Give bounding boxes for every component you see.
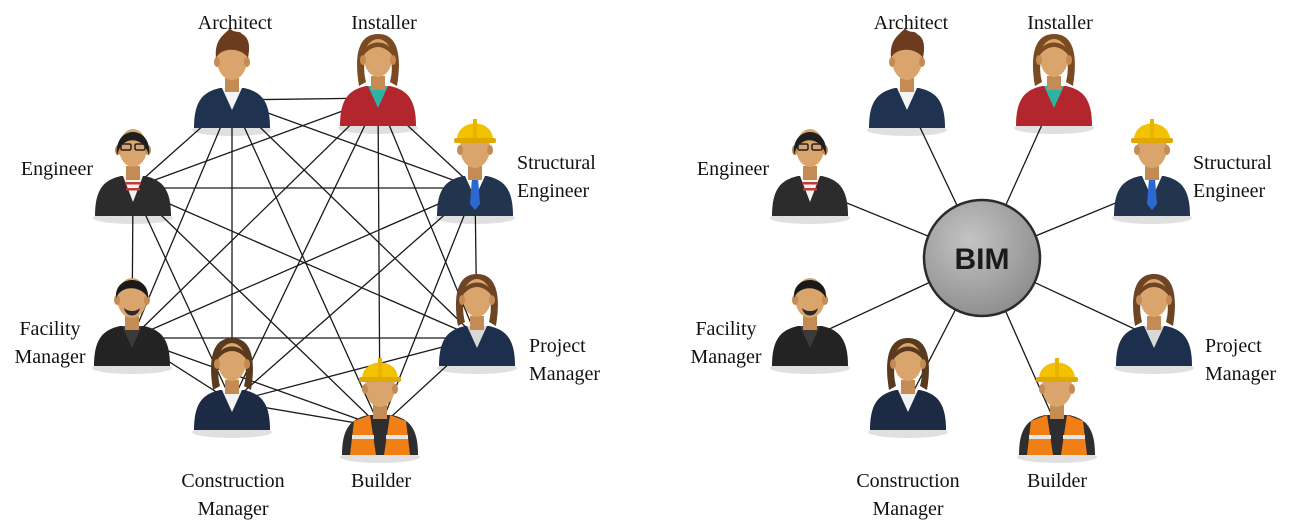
link-builder-engineer <box>132 187 381 428</box>
engineer-label-line: Engineer <box>697 158 770 180</box>
architect-label-line: Architect <box>198 12 273 34</box>
facility-manager-label-line: Manager <box>14 346 85 368</box>
installer-label-line: Installer <box>1027 12 1093 34</box>
architect-label: Architect <box>198 12 273 34</box>
installer-label-line: Installer <box>351 12 417 34</box>
left-node-builder: Builder <box>340 358 420 492</box>
left-node-architect: Architect <box>192 12 273 136</box>
facility-manager-label-line: Facility <box>695 318 756 340</box>
construction-manager-person-icon <box>868 338 948 438</box>
engineer-label: Engineer <box>21 158 94 180</box>
construction-manager-label-line: Manager <box>197 498 268 520</box>
installer-label: Installer <box>351 12 417 34</box>
construction-manager-label-line: Manager <box>872 498 943 520</box>
project-manager-label-line: Project <box>1205 335 1262 357</box>
architect-label: Architect <box>874 12 949 34</box>
left-network-links <box>131 97 478 428</box>
facility-manager-person-icon <box>770 278 850 374</box>
right-node-builder: Builder <box>1017 358 1097 492</box>
engineer-person-icon <box>770 129 850 224</box>
structural-engineer-label-line: Structural <box>517 152 596 174</box>
right-node-installer: Installer <box>1014 12 1094 134</box>
link-builder-facility-manager <box>131 337 381 428</box>
construction-manager-person-icon <box>192 338 272 438</box>
project-manager-person-icon <box>437 274 517 374</box>
engineer-label: Engineer <box>697 158 770 180</box>
installer-label: Installer <box>1027 12 1093 34</box>
architect-person-icon <box>867 28 947 136</box>
structural-engineer-person-icon <box>1112 119 1192 224</box>
project-manager-label-line: Manager <box>1205 363 1276 385</box>
engineer-label-line: Engineer <box>21 158 94 180</box>
link-project-manager-construction-manager <box>231 337 478 403</box>
architect-label-line: Architect <box>874 12 949 34</box>
link-installer-construction-manager <box>231 97 379 403</box>
project-manager-label-line: Project <box>529 335 586 357</box>
link-structural-engineer-construction-manager <box>231 187 476 403</box>
link-installer-facility-manager <box>131 97 379 339</box>
link-architect-structural-engineer <box>231 99 476 189</box>
link-project-manager-engineer <box>132 187 478 339</box>
structural-engineer-label-line: Structural <box>1193 152 1272 174</box>
facility-manager-label-line: Manager <box>690 346 761 368</box>
construction-manager-label-line: Construction <box>181 470 284 492</box>
builder-person-icon <box>340 358 420 463</box>
bim-hub-circle <box>922 198 1042 318</box>
project-manager-person-icon <box>1114 274 1194 374</box>
link-installer-engineer <box>132 97 379 189</box>
project-manager-label-line: Manager <box>529 363 600 385</box>
builder-label: Builder <box>1027 470 1087 492</box>
builder-label: Builder <box>351 470 411 492</box>
right-node-engineer: Engineer <box>697 129 850 224</box>
right-node-architect: Architect <box>867 12 949 136</box>
builder-label-line: Builder <box>351 470 411 492</box>
structural-engineer-label-line: Engineer <box>1193 180 1266 202</box>
structural-engineer-person-icon <box>435 119 515 224</box>
link-architect-project-manager <box>231 99 478 339</box>
facility-manager-label-line: Facility <box>19 318 80 340</box>
installer-person-icon <box>338 34 418 134</box>
left-node-installer: Installer <box>338 12 418 134</box>
builder-label-line: Builder <box>1027 470 1087 492</box>
structural-engineer-label-line: Engineer <box>517 180 590 202</box>
facility-manager-person-icon <box>92 278 172 374</box>
installer-person-icon <box>1014 34 1094 134</box>
engineer-person-icon <box>93 129 173 224</box>
architect-person-icon <box>192 28 272 136</box>
left-node-engineer: Engineer <box>21 129 173 224</box>
builder-person-icon <box>1017 358 1097 463</box>
bim-hub-label: BIM <box>955 243 1010 276</box>
bim-hub: BIM <box>922 198 1042 318</box>
construction-manager-label-line: Construction <box>856 470 959 492</box>
